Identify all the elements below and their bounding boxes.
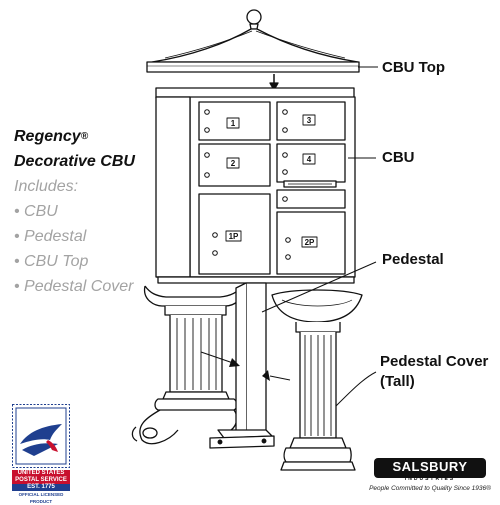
usps-eagle-logo [12, 404, 70, 468]
includes-heading: Includes: [14, 178, 79, 195]
right-pedestal-cover [271, 289, 363, 471]
compartment-number: 2P [305, 238, 315, 247]
usps-text-line2: POSTAL SERVICE [12, 477, 70, 484]
leader-pedestal-cover [335, 371, 377, 407]
compartment-number: 2 [231, 159, 236, 168]
compartment-number: 3 [307, 116, 312, 125]
includes-item: • Pedestal [14, 228, 87, 245]
label-pedestal: Pedestal [382, 251, 444, 268]
includes-item: • CBU [14, 203, 58, 220]
arrow-head-down [269, 82, 279, 91]
registered-mark: ® [80, 131, 89, 142]
compartment-number: 1P [229, 232, 239, 241]
usps-text-line3: EST. 1775 [12, 484, 70, 491]
caption-subtitle: Decorative CBU [14, 153, 135, 170]
label-pedestal-cover: Pedestal Cover (Tall) [380, 353, 489, 390]
label-cbu-top: CBU Top [382, 59, 446, 76]
compartment-number: 1 [231, 119, 236, 128]
brand-tagline: People Committed to Quality Since 1936® [369, 485, 491, 492]
roof-canopy [151, 28, 359, 63]
cbu-body [155, 87, 356, 284]
cbu-top [146, 9, 360, 73]
usps-text-line4: OFFICIAL LICENSED PRODUCT [12, 491, 70, 505]
product-caption: Regency® Decorative CBU Includes: • CBU … [14, 124, 164, 299]
left-pedestal-cover [131, 285, 243, 445]
pedestal-post [209, 282, 275, 449]
brand-sub: INDUSTRIES [404, 476, 456, 482]
includes-item: • CBU Top [14, 253, 89, 270]
includes-item: • Pedestal Cover [14, 278, 134, 295]
finial-ball [246, 9, 262, 25]
salsbury-logo: SALSBURY [374, 458, 486, 478]
leader-pedestal [261, 261, 377, 313]
caption-title: Regency® [14, 128, 89, 145]
label-cbu: CBU [382, 149, 415, 166]
brand-name: SALSBURY [392, 459, 468, 474]
usps-text-line1: UNITED STATES [12, 470, 70, 477]
roof-base [146, 61, 360, 73]
compartment-number: 4 [307, 155, 312, 164]
